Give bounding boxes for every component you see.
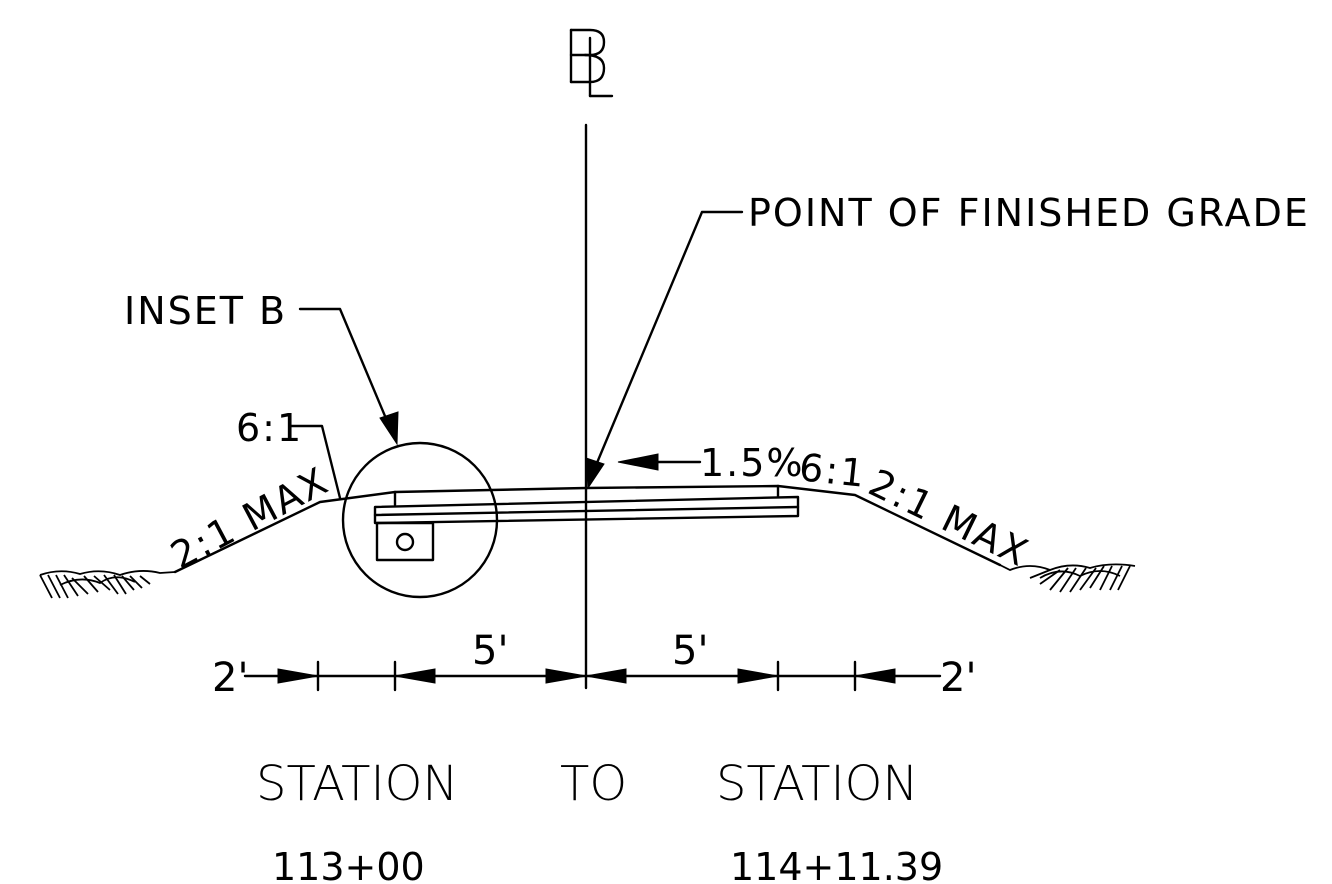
finished-grade-label: POINT OF FINISHED GRADE xyxy=(748,191,1310,235)
slope-6-1-left-leader xyxy=(288,424,342,500)
dim-right-inner: 5' xyxy=(672,628,708,674)
slope-right-lower-label: 2:1 MAX xyxy=(862,461,1036,576)
station-to-label: TO xyxy=(560,756,627,812)
centerline-symbol xyxy=(569,28,614,98)
inset-b-leader xyxy=(298,307,399,446)
finished-grade-leader xyxy=(585,210,744,490)
ground-hatch-left xyxy=(39,570,176,599)
station-to-value: 114+11.39 xyxy=(730,845,943,884)
dim-left-inner: 5' xyxy=(472,628,508,674)
crossfall-label: 1.5% xyxy=(700,441,805,485)
inset-b-label: INSET B xyxy=(124,289,287,333)
inset-b-circle xyxy=(341,441,499,599)
slope-left-upper-label: 6:1 xyxy=(236,406,303,450)
dimension-line xyxy=(243,660,942,692)
station-from-label: STATION xyxy=(256,756,458,812)
pavement-section xyxy=(373,484,800,525)
ground-hatch-right xyxy=(999,563,1136,593)
crossfall-arrow xyxy=(617,453,702,471)
station-from-value: 113+00 xyxy=(272,845,425,884)
dim-left-outer: 2' xyxy=(212,655,248,701)
dim-right-outer: 2' xyxy=(940,655,976,701)
station-to-station-label: STATION xyxy=(716,756,918,812)
ground-profile xyxy=(173,484,1002,574)
slope-left-lower-label: 2:1 MAX xyxy=(164,458,337,578)
slope-right-upper-label: 6:1 xyxy=(797,445,868,496)
